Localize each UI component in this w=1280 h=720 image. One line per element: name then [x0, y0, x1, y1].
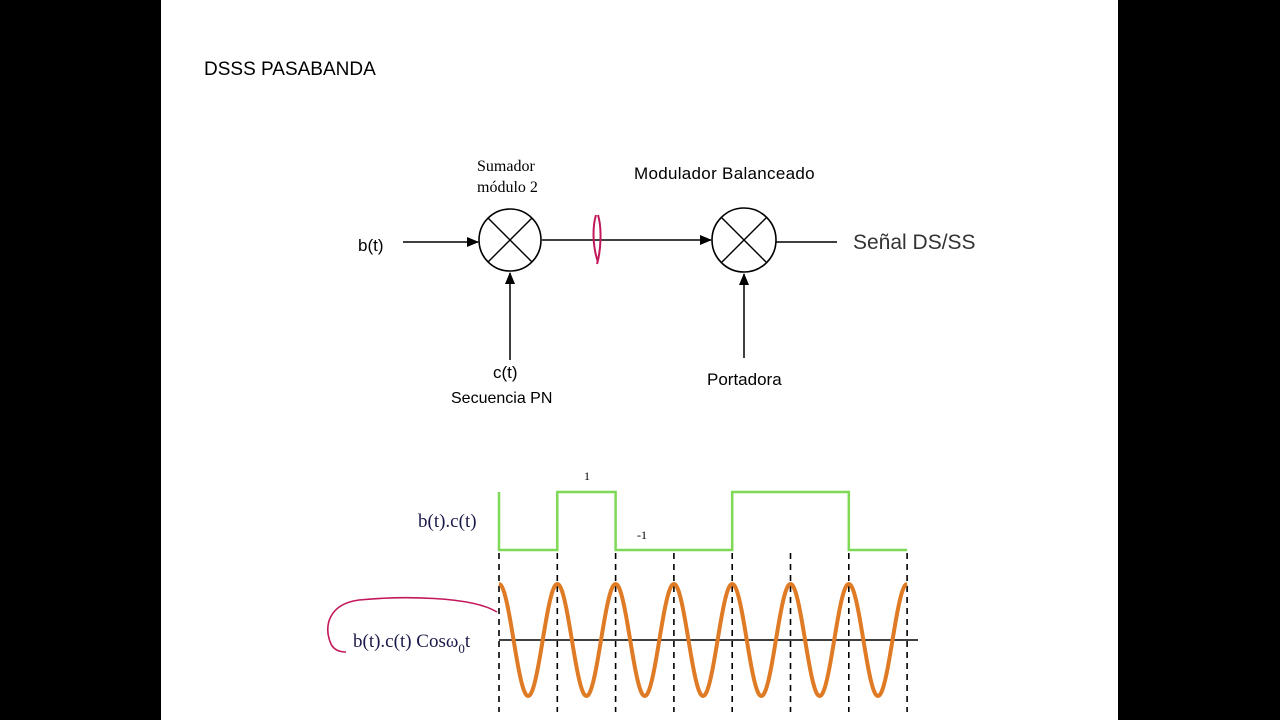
level-high-label: 1: [584, 469, 590, 483]
carrier-wave-path: [498, 581, 908, 699]
level-low-label: -1: [637, 528, 647, 542]
adder-symbol: [478, 208, 542, 272]
waveform-top-label: b(t).c(t): [418, 511, 477, 532]
bottom-label-suffix: t: [465, 631, 471, 652]
bt-input-label: b(t): [358, 236, 384, 255]
carrier-input-label: Portadora: [707, 370, 782, 389]
adder-label-line2: módulo 2: [477, 179, 538, 196]
adder-label-line1: Sumador: [477, 158, 535, 175]
pn-input-label: c(t): [493, 363, 518, 382]
modulator-symbol: [711, 207, 777, 273]
red-curve-annotation: [327, 596, 498, 653]
square-wave-path: [497, 490, 908, 552]
bottom-label-sub: 0: [458, 641, 465, 656]
chip-boundaries: [498, 553, 908, 712]
slide-title: DSSS PASABANDA: [204, 59, 376, 80]
dsss-diagram: b(t) Sumador módulo 2 c(t) Secuencia PN …: [327, 158, 976, 712]
waveform-bottom-label: b(t).c(t) Cosω0t: [353, 631, 471, 656]
modulator-label: Modulador Balanceado: [634, 164, 815, 183]
bottom-label-prefix: b(t).c(t) Cosω: [353, 631, 458, 652]
output-label: Señal DS/SS: [853, 231, 976, 254]
slide: DSSS PASABANDA b(t) Sumador módulo 2 c(t…: [161, 0, 1118, 720]
carrier-wave: [498, 581, 908, 699]
pn-input-caption: Secuencia PN: [451, 390, 552, 407]
red-annotation-mark: [592, 214, 602, 265]
square-wave: [497, 490, 908, 552]
